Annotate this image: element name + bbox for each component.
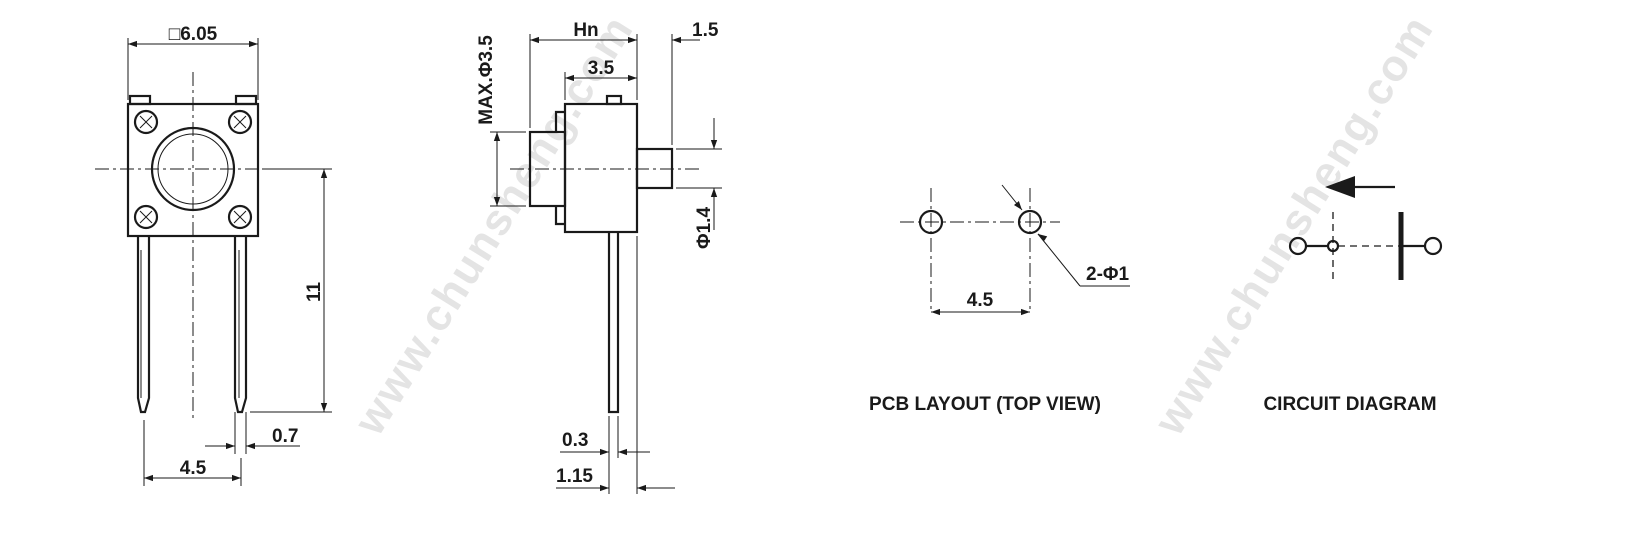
pin-right (233, 236, 248, 414)
corner-hole (133, 109, 159, 135)
pcb-layout-caption: PCB LAYOUT (TOP VIEW) (869, 394, 1101, 415)
pcb-hole-dimension: 2-Φ1 (1086, 264, 1129, 285)
pin-width-dimension: 0.7 (272, 426, 298, 447)
corner-hole (227, 204, 253, 230)
pcb-hole-right (1017, 209, 1043, 235)
corner-hole (133, 204, 159, 230)
corner-hole (227, 109, 253, 135)
pin-offset-dimension: 1.15 (556, 466, 593, 487)
body-dimension: 3.5 (588, 58, 615, 79)
side-view: Hn 1.5 3.5 MAX.Φ3.5 Φ1.4 0.3 1.15 (476, 20, 722, 494)
hn-dimension: Hn (573, 20, 598, 41)
width-dimension: □6.05 (169, 24, 218, 45)
watermark-right: www.chunsheng.com (1144, 6, 1443, 444)
height-dimension: 11 (304, 282, 325, 303)
pcb-layout: 2-Φ1 4.5 PCB LAYOUT (TOP VIEW) (869, 184, 1130, 415)
stem-diameter-dimension: Φ1.4 (694, 207, 715, 249)
pin-thickness-dimension: 0.3 (562, 430, 588, 451)
actuator-inner (157, 133, 229, 205)
top-terminal-right (234, 94, 258, 106)
pcb-pitch-dimension: 4.5 (967, 290, 994, 311)
circuit-diagram-caption: CIRCUIT DIAGRAM (1263, 394, 1436, 415)
tail-dimension: 1.5 (692, 20, 719, 41)
terminal-right (1423, 236, 1443, 256)
pin-left (136, 236, 151, 414)
top-terminal-left (128, 94, 152, 106)
pcb-hole-left (918, 209, 944, 235)
pitch-dimension: 4.5 (180, 458, 207, 479)
side-pin (607, 232, 620, 414)
front-view: □6.05 11 0.7 4.5 (95, 24, 332, 486)
circuit-diagram: CIRCUIT DIAGRAM (1263, 176, 1443, 415)
direction-arrow-icon (1325, 176, 1355, 198)
max-diameter-dimension: MAX.Φ3.5 (476, 35, 497, 125)
